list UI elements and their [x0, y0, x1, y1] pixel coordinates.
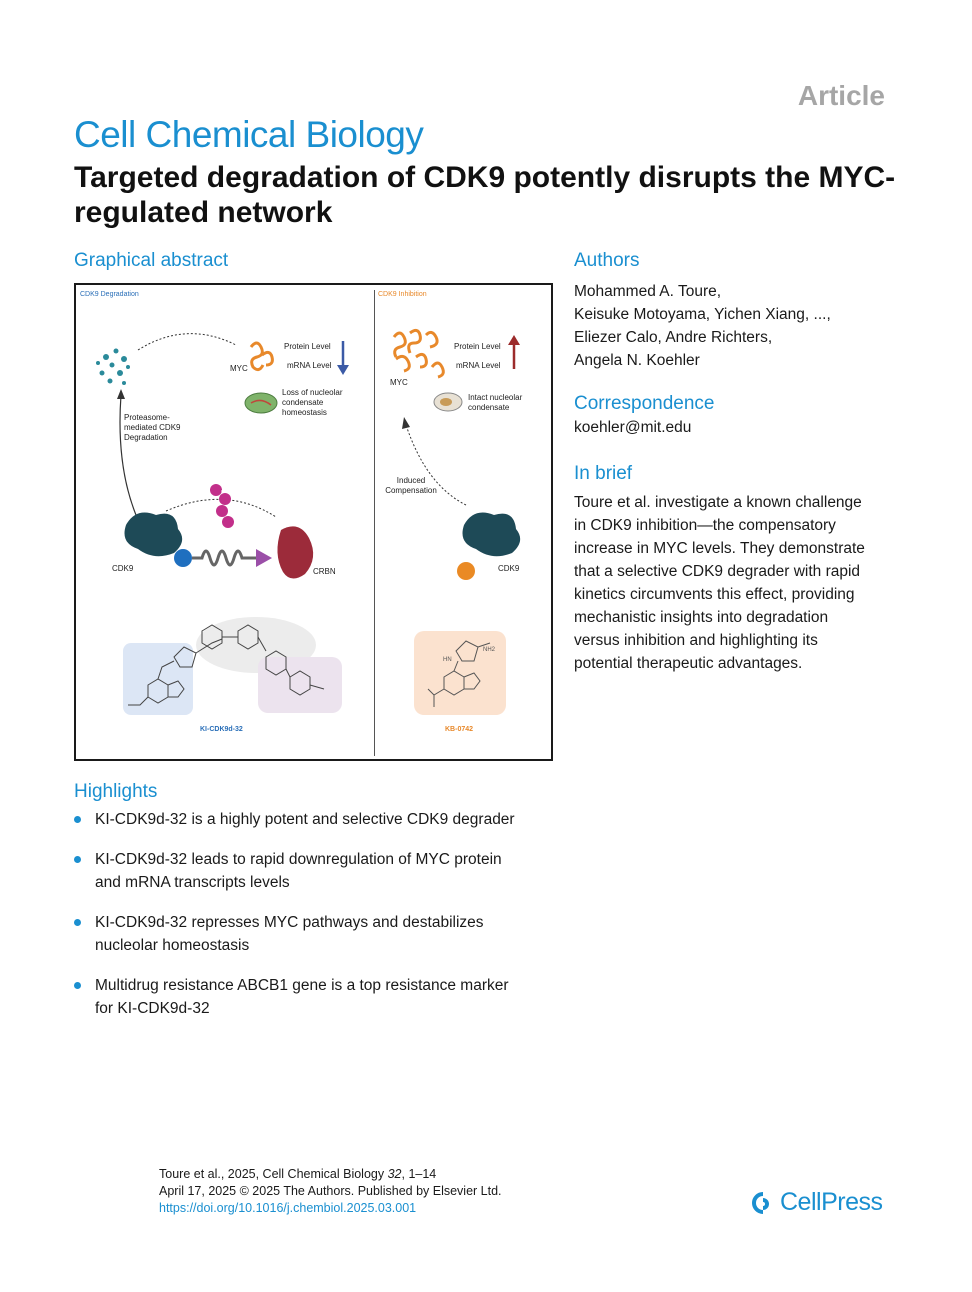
graphical-abstract-illustration: HN NH2 Ub — [96, 328, 521, 715]
in-brief-line: mechanistic insights into degradation — [574, 609, 829, 626]
cdk9-label-right: CDK9 — [498, 564, 520, 573]
bullet-icon — [74, 919, 81, 926]
mrna-level-label: mRNA Level — [287, 361, 332, 370]
down-arrow-icon — [337, 365, 349, 375]
crbn-protein-icon — [277, 526, 314, 579]
induced-compensation-label: Induced Compensation — [385, 476, 437, 495]
correspondence-email[interactable]: koehler@mit.edu — [574, 419, 692, 436]
in-brief-line: in CDK9 inhibition—the compensatory — [574, 517, 836, 534]
myc-protein-icon — [249, 341, 274, 372]
in-brief-line: versus inhibition and highlighting its — [574, 632, 818, 649]
loss-condensate-label: Loss of nucleolar condensate homeostasis — [282, 388, 343, 417]
highlight-item: KI-CDK9d-32 is a highly potent and selec… — [74, 808, 564, 831]
inhibition-panel-label: CDK9 Inhibition — [378, 291, 427, 298]
bullet-icon — [74, 816, 81, 823]
graphical-abstract-heading: Graphical abstract — [74, 250, 229, 271]
ki-cdk9d-32-structure — [128, 624, 325, 706]
compensation-arrow — [405, 424, 467, 506]
protein-level-label: Protein Level — [284, 342, 331, 351]
cellpress-logo: CellPress — [750, 1188, 883, 1217]
bullet-icon — [74, 982, 81, 989]
cellpress-mark-icon — [752, 1191, 769, 1214]
nucleolar-condensate-icon — [244, 392, 278, 414]
highlight-item: KI-CDK9d-32 leads to rapid downregulatio… — [74, 848, 564, 894]
cdk9-protein-icon-right — [462, 512, 521, 557]
correspondence-heading: Correspondence — [574, 393, 715, 414]
panel-divider — [374, 290, 375, 756]
cdk9-label-left: CDK9 — [112, 564, 134, 573]
in-brief-text: Toure et al. investigate a known challen… — [574, 491, 890, 675]
in-brief-heading: In brief — [574, 463, 633, 484]
myc-label: MYC — [230, 364, 248, 373]
in-brief-line: potential therapeutic advantages. — [574, 655, 803, 672]
mrna-level-label-right: mRNA Level — [456, 361, 501, 370]
hn-label: HN — [443, 657, 452, 663]
author-line: Angela N. Koehler — [574, 352, 700, 369]
doi-link[interactable]: https://doi.org/10.1016/j.chembiol.2025.… — [159, 1201, 417, 1215]
ubiquitin-chain-icon — [210, 484, 234, 528]
highlights-heading: Highlights — [74, 781, 158, 802]
journal-name: Cell Chemical Biology — [74, 114, 424, 155]
authors-heading: Authors — [574, 250, 640, 271]
cdk9-protein-icon — [124, 512, 183, 557]
degradation-arrow — [119, 394, 137, 516]
in-brief-line: kinetics circumvents this effect, provid… — [574, 586, 855, 603]
in-brief-line: Toure et al. investigate a known challen… — [574, 494, 862, 511]
bullet-icon — [74, 856, 81, 863]
proteasome-degradation-label: Proteasome-mediated CDK9 Degradation — [124, 413, 181, 442]
in-brief-line: increase in MYC levels. They demonstrate — [574, 540, 865, 557]
ub-label: Ub — [221, 489, 227, 494]
citation-line: Toure et al., 2025, Cell Chemical Biolog… — [159, 1167, 437, 1181]
article-title: Targeted degradation of CDK9 potently di… — [74, 161, 896, 229]
degraded-cdk9-fragments-icon — [96, 348, 130, 385]
highlight-item: KI-CDK9d-32 represses MYC pathways and d… — [74, 911, 564, 957]
author-line: Mohammed A. Toure, — [574, 283, 722, 300]
cdk9-ligand-icon — [174, 549, 192, 567]
protein-level-label-right: Protein Level — [454, 342, 501, 351]
highlights-list: KI-CDK9d-32 is a highly potent and selec… — [74, 808, 564, 1037]
linker-icon — [192, 549, 256, 567]
myc-protein-cluster-icon — [392, 328, 445, 379]
kb-0742-inhibitor-icon — [457, 562, 475, 580]
author-list: Mohammed A. Toure, Keisuke Motoyama, Yic… — [574, 280, 831, 372]
crbn-binder-highlight — [258, 657, 342, 713]
crbn-ligand-icon — [256, 549, 272, 567]
author-line: Keisuke Motoyama, Yichen Xiang, ..., — [574, 306, 831, 323]
citation-block: Toure et al., 2025, Cell Chemical Biolog… — [159, 1166, 502, 1217]
copyright-line: April 17, 2025 © 2025 The Authors. Publi… — [159, 1184, 502, 1198]
crbn-label: CRBN — [313, 567, 336, 576]
ki-cdk9d-32-label: KI-CDK9d-32 — [200, 726, 243, 733]
arrow-to-myc — [137, 333, 237, 351]
up-arrow-icon — [508, 335, 520, 345]
nh2-label: NH2 — [483, 647, 496, 653]
graphical-abstract-figure — [74, 283, 553, 761]
in-brief-line: that a selective CDK9 degrader with rapi… — [574, 563, 861, 580]
myc-label-right: MYC — [390, 378, 408, 387]
intact-condensate-label: Intact nucleolar condensate — [468, 393, 523, 412]
kb-0742-highlight — [414, 631, 506, 715]
kb-0742-structure — [427, 640, 491, 707]
kb-0742-label: KB-0742 — [445, 726, 474, 733]
degradation-panel-label: CDK9 Degradation — [80, 291, 139, 298]
author-line: Eliezer Calo, Andre Richters, — [574, 329, 773, 346]
article-type-label: Article — [797, 80, 885, 111]
highlight-item: Multidrug resistance ABCB1 gene is a top… — [74, 974, 564, 1020]
